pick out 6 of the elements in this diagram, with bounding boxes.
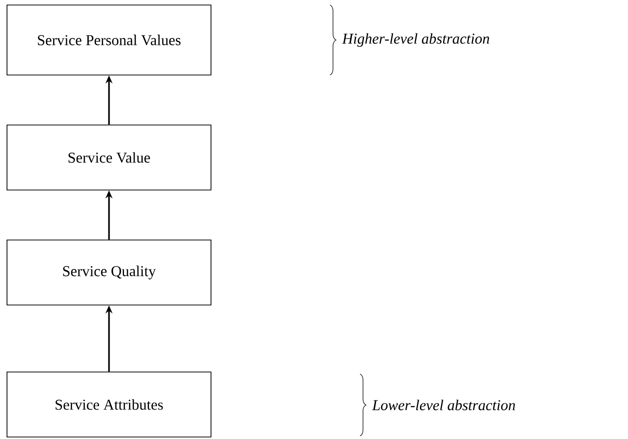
annotation-text: Higher-level abstraction — [342, 33, 490, 47]
process-box: Service Value — [6, 124, 212, 190]
process-box: Service Personal Values — [6, 4, 212, 76]
process-box: Service Quality — [6, 240, 212, 306]
annotation-text: Lower-level abstraction — [372, 400, 515, 410]
process-box: Service Attributes — [6, 372, 212, 438]
